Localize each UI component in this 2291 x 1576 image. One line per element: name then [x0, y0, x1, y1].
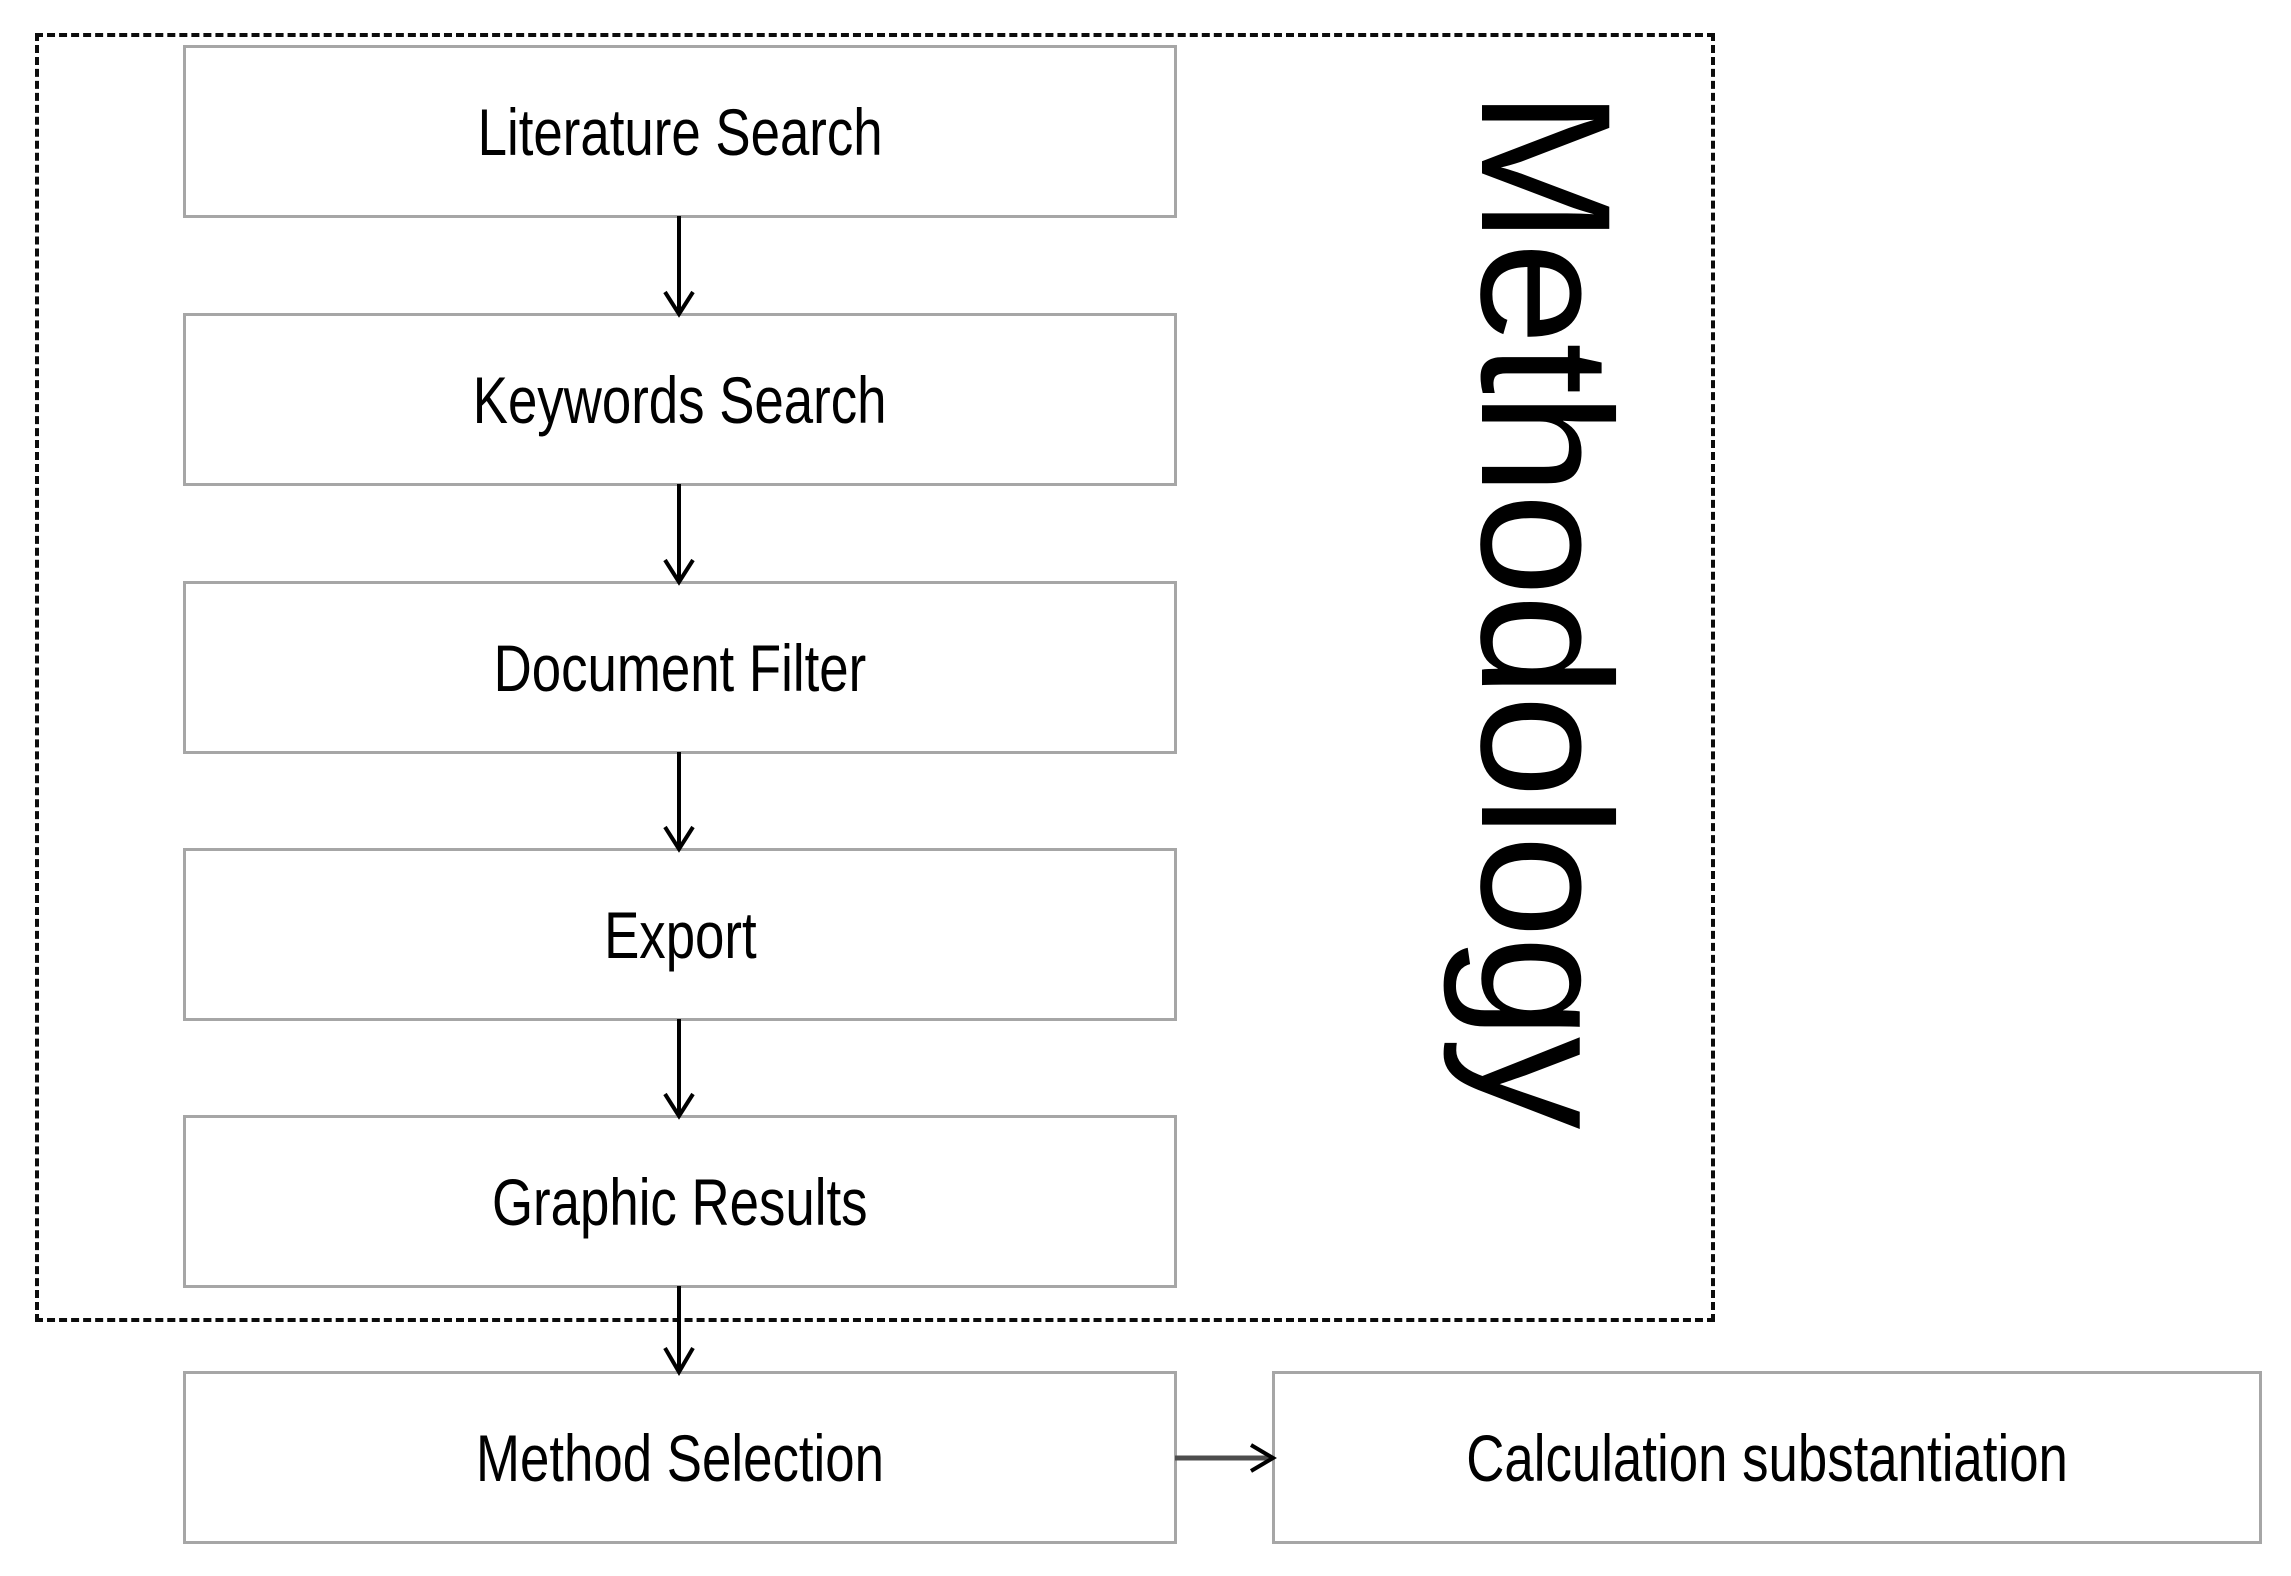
node-document-filter[interactable]: Document Filter [183, 581, 1177, 754]
node-graphic-results[interactable]: Graphic Results [183, 1115, 1177, 1288]
node-literature-search-label: Literature Search [477, 94, 883, 169]
node-calculation-substantiation-label: Calculation substantiation [1466, 1420, 2068, 1495]
node-graphic-results-label: Graphic Results [492, 1164, 868, 1239]
node-literature-search[interactable]: Literature Search [183, 45, 1177, 218]
node-calculation-substantiation[interactable]: Calculation substantiation [1272, 1371, 2262, 1544]
methodology-side-title-label: Methodology [1442, 90, 1649, 1128]
node-method-selection-label: Method Selection [476, 1420, 884, 1495]
methodology-side-title: Methodology [1443, 90, 1649, 1250]
methodology-group-region [35, 33, 1715, 1322]
node-keywords-search-label: Keywords Search [473, 362, 887, 437]
arrow-method-selection-to-calculation-substantiation [1175, 1437, 1277, 1479]
node-export[interactable]: Export [183, 848, 1177, 1021]
node-keywords-search[interactable]: Keywords Search [183, 313, 1177, 486]
node-method-selection[interactable]: Method Selection [183, 1371, 1177, 1544]
node-export-label: Export [603, 897, 757, 972]
node-document-filter-label: Document Filter [493, 630, 867, 705]
